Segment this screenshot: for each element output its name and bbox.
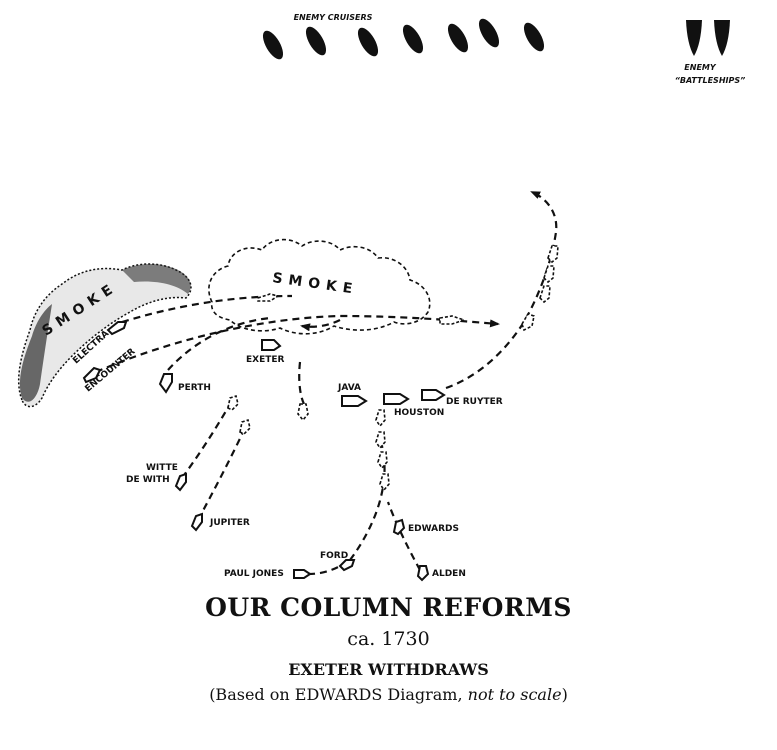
track-de-ruyter xyxy=(445,190,558,390)
track-witte-de-with xyxy=(181,403,231,479)
enemy-cruiser-4 xyxy=(402,24,424,54)
ship-ford xyxy=(338,559,356,572)
ship-paul-jones xyxy=(293,569,312,579)
ship-track-marker-7 xyxy=(227,394,239,411)
caption-note: (Based on EDWARDS Diagram, not to scale) xyxy=(0,685,777,704)
track-jupiter xyxy=(197,429,245,521)
track-exeter-withdraw xyxy=(298,361,306,405)
ship-track-marker-5 xyxy=(543,265,555,284)
ship-electra xyxy=(106,321,128,336)
ship-java xyxy=(341,395,368,407)
ship-track-marker-1 xyxy=(257,293,281,302)
ship-houston xyxy=(383,393,410,405)
caption-title: OUR COLUMN REFORMS xyxy=(205,593,572,622)
ship-track-marker-6 xyxy=(547,245,559,264)
enemy-battleship-2 xyxy=(714,20,730,56)
label-exeter: EXETER xyxy=(246,355,285,365)
smoke-shade-top xyxy=(122,264,191,294)
ship-track-marker-2 xyxy=(439,315,467,325)
enemy-cruiser-5 xyxy=(447,23,469,53)
ship-track-marker-4 xyxy=(539,285,551,304)
label-ford: FORD xyxy=(320,551,348,561)
smoke-screen-right: SMOKE xyxy=(208,238,431,335)
label-de-ruyter: DE RUYTER xyxy=(446,397,503,407)
ship-alden xyxy=(416,565,430,582)
ship-perth xyxy=(158,373,173,394)
ship-witte-de-with xyxy=(174,472,187,492)
track-destroyers-up xyxy=(349,433,386,561)
ship-track-marker-12 xyxy=(379,473,390,492)
ship-track-marker-11 xyxy=(377,451,388,470)
label-java: JAVA xyxy=(337,383,361,393)
track-encounter xyxy=(95,314,500,374)
enemy-battleships: ENEMY “BATTLESHIPS” xyxy=(675,20,746,85)
enemy-cruisers-label: ENEMY CRUISERS xyxy=(294,13,373,22)
ship-encounter xyxy=(82,366,102,384)
enemy-cruiser-2 xyxy=(305,26,327,56)
label-alden: ALDEN xyxy=(432,569,466,579)
smoke-cloud-right xyxy=(208,238,431,335)
ship-exeter xyxy=(261,339,282,351)
track-alden xyxy=(386,501,421,571)
enemy-battleships-label-line1: ENEMY xyxy=(684,63,717,72)
label-houston: HOUSTON xyxy=(394,408,444,418)
label-paul-jones: PAUL JONES xyxy=(224,569,284,579)
ship-track-marker-10 xyxy=(375,431,386,450)
label-jupiter: JUPITER xyxy=(209,518,250,528)
caption-subtitle: EXETER WITHDRAWS xyxy=(288,660,489,679)
caption-note-suffix: ) xyxy=(561,685,568,704)
caption-time: ca. 1730 xyxy=(347,628,430,650)
label-witte-de-with-line1: WITTE xyxy=(146,463,178,473)
caption-note-prefix: (Based on EDWARDS Diagram, xyxy=(209,685,468,704)
label-witte-de-with-line2: DE WITH xyxy=(126,475,170,485)
ship-edwards xyxy=(392,518,406,536)
ship-track-marker-3 xyxy=(521,313,535,332)
enemy-battleships-label-line2: “BATTLESHIPS” xyxy=(675,76,746,85)
ship-jupiter xyxy=(190,512,203,532)
enemy-cruiser-6 xyxy=(478,18,500,48)
ship-de-ruyter xyxy=(421,389,446,401)
label-perth: PERTH xyxy=(178,383,211,393)
ship-track-marker-9 xyxy=(375,409,386,428)
label-edwards: EDWARDS xyxy=(408,524,459,534)
enemy-cruiser-3 xyxy=(357,27,379,57)
track-exeter-smoke xyxy=(300,319,341,332)
caption-note-italic: not to scale xyxy=(467,685,562,704)
ship-exeter-withdraw-marker xyxy=(297,403,309,422)
track-perth xyxy=(167,316,271,371)
smoke-shade-left xyxy=(19,304,52,402)
enemy-cruiser-1 xyxy=(262,30,284,60)
ship-track-marker-8 xyxy=(239,418,251,435)
enemy-cruisers: ENEMY CRUISERS xyxy=(262,13,545,60)
enemy-cruiser-7 xyxy=(523,22,545,52)
enemy-battleship-1 xyxy=(686,20,702,56)
